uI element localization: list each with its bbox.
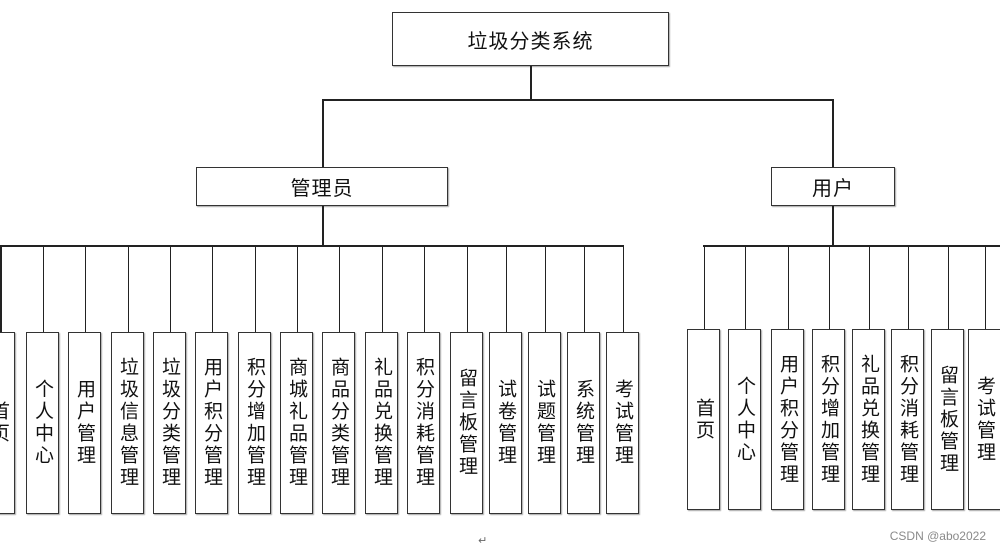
admin-leaf-drop-line	[84, 245, 86, 332]
admin-drop-line	[322, 99, 324, 167]
admin-leaf-drop-line	[211, 245, 213, 332]
admin-leaf-label: 试题管理	[534, 379, 556, 467]
admin-leaf-node: 用户积分管理	[195, 332, 228, 514]
admin-leaf-label: 系统管理	[573, 379, 595, 467]
user-leaf-drop-line	[868, 245, 870, 329]
admin-bus-line	[0, 245, 623, 247]
admin-leaf-label: 礼品兑换管理	[371, 357, 393, 489]
user-node: 用户	[771, 167, 895, 206]
admin-leaf-drop-line	[127, 245, 129, 332]
admin-node-label: 管理员	[290, 176, 354, 200]
admin-leaf-label: 首页	[0, 401, 10, 445]
user-leaf-label: 个人中心	[734, 375, 756, 464]
admin-leaf-node: 商品分类管理	[322, 332, 355, 514]
user-leaf-label: 留言板管理	[937, 364, 959, 475]
admin-leaf-node: 商城礼品管理	[280, 332, 313, 514]
root-stem-line	[530, 66, 532, 100]
user-leaf-node: 用户积分管理	[771, 329, 804, 510]
user-leaf-label: 礼品兑换管理	[858, 353, 880, 486]
user-leaf-node: 个人中心	[728, 329, 761, 510]
user-leaf-node: 首页	[687, 329, 720, 510]
user-leaf-label: 积分增加管理	[818, 353, 840, 486]
user-leaf-node: 考试管理	[968, 329, 1000, 510]
admin-leaf-label: 垃圾分类管理	[159, 357, 181, 489]
admin-leaf-drop-line	[622, 245, 624, 332]
admin-leaf-node: 考试管理	[606, 332, 639, 514]
admin-leaf-node: 垃圾分类管理	[153, 332, 186, 514]
admin-leaf-label: 留言板管理	[456, 368, 478, 478]
user-leaf-drop-line	[787, 245, 789, 329]
admin-stem-line	[322, 206, 324, 245]
return-mark: ↵	[478, 534, 488, 547]
admin-leaf-drop-line	[0, 245, 2, 332]
level1-bus-line	[322, 99, 833, 101]
user-leaf-drop-line	[744, 245, 746, 329]
admin-leaf-node: 试题管理	[528, 332, 561, 514]
root-node: 垃圾分类系统	[392, 12, 669, 66]
admin-leaf-node: 积分消耗管理	[407, 332, 440, 514]
admin-leaf-label: 用户管理	[74, 379, 96, 467]
user-drop-line	[832, 99, 834, 167]
user-leaf-node: 积分消耗管理	[891, 329, 924, 510]
admin-leaf-drop-line	[423, 245, 425, 332]
admin-leaf-label: 积分消耗管理	[413, 357, 435, 489]
csdn-watermark: CSDN @abo2022	[889, 529, 986, 543]
user-leaf-node: 留言板管理	[931, 329, 964, 510]
admin-leaf-drop-line	[169, 245, 171, 332]
admin-leaf-label: 垃圾信息管理	[117, 357, 139, 489]
admin-leaf-drop-line	[338, 245, 340, 332]
user-leaf-drop-line	[984, 245, 986, 329]
admin-leaf-node: 留言板管理	[450, 332, 483, 514]
admin-node: 管理员	[196, 167, 448, 206]
admin-leaf-label: 考试管理	[612, 379, 634, 467]
admin-leaf-label: 商城礼品管理	[286, 357, 308, 489]
admin-leaf-drop-line	[254, 245, 256, 332]
user-stem-line	[832, 206, 834, 245]
user-leaf-node: 礼品兑换管理	[852, 329, 885, 510]
admin-leaf-drop-line	[583, 245, 585, 332]
admin-leaf-label: 商品分类管理	[328, 357, 350, 489]
user-leaf-label: 首页	[693, 397, 715, 442]
user-bus-line	[703, 245, 1000, 247]
admin-leaf-node: 积分增加管理	[238, 332, 271, 514]
admin-leaf-drop-line	[544, 245, 546, 332]
admin-leaf-node: 垃圾信息管理	[111, 332, 144, 514]
admin-leaf-drop-line	[296, 245, 298, 332]
user-leaf-drop-line	[907, 245, 909, 329]
admin-leaf-drop-line	[505, 245, 507, 332]
admin-leaf-node: 试卷管理	[489, 332, 522, 514]
user-leaf-drop-line	[703, 245, 705, 329]
root-node-label: 垃圾分类系统	[467, 28, 594, 53]
user-leaf-drop-line	[828, 245, 830, 329]
user-leaf-drop-line	[947, 245, 949, 329]
admin-leaf-drop-line	[381, 245, 383, 332]
admin-leaf-label: 积分增加管理	[244, 357, 266, 489]
user-leaf-label: 考试管理	[974, 375, 996, 464]
admin-leaf-node: 用户管理	[68, 332, 101, 514]
admin-leaf-node: 系统管理	[567, 332, 600, 514]
admin-leaf-label: 试卷管理	[495, 379, 517, 467]
admin-leaf-drop-line	[466, 245, 468, 332]
admin-leaf-label: 用户积分管理	[201, 357, 223, 489]
user-leaf-node: 积分增加管理	[812, 329, 845, 510]
admin-leaf-drop-line	[42, 245, 44, 332]
user-leaf-label: 用户积分管理	[777, 353, 799, 486]
admin-leaf-node: 个人中心	[26, 332, 59, 514]
admin-leaf-node: 首页	[0, 332, 15, 514]
admin-leaf-node: 礼品兑换管理	[365, 332, 398, 514]
user-leaf-label: 积分消耗管理	[897, 353, 919, 486]
admin-leaf-label: 个人中心	[32, 379, 54, 467]
user-node-label: 用户	[812, 176, 854, 200]
